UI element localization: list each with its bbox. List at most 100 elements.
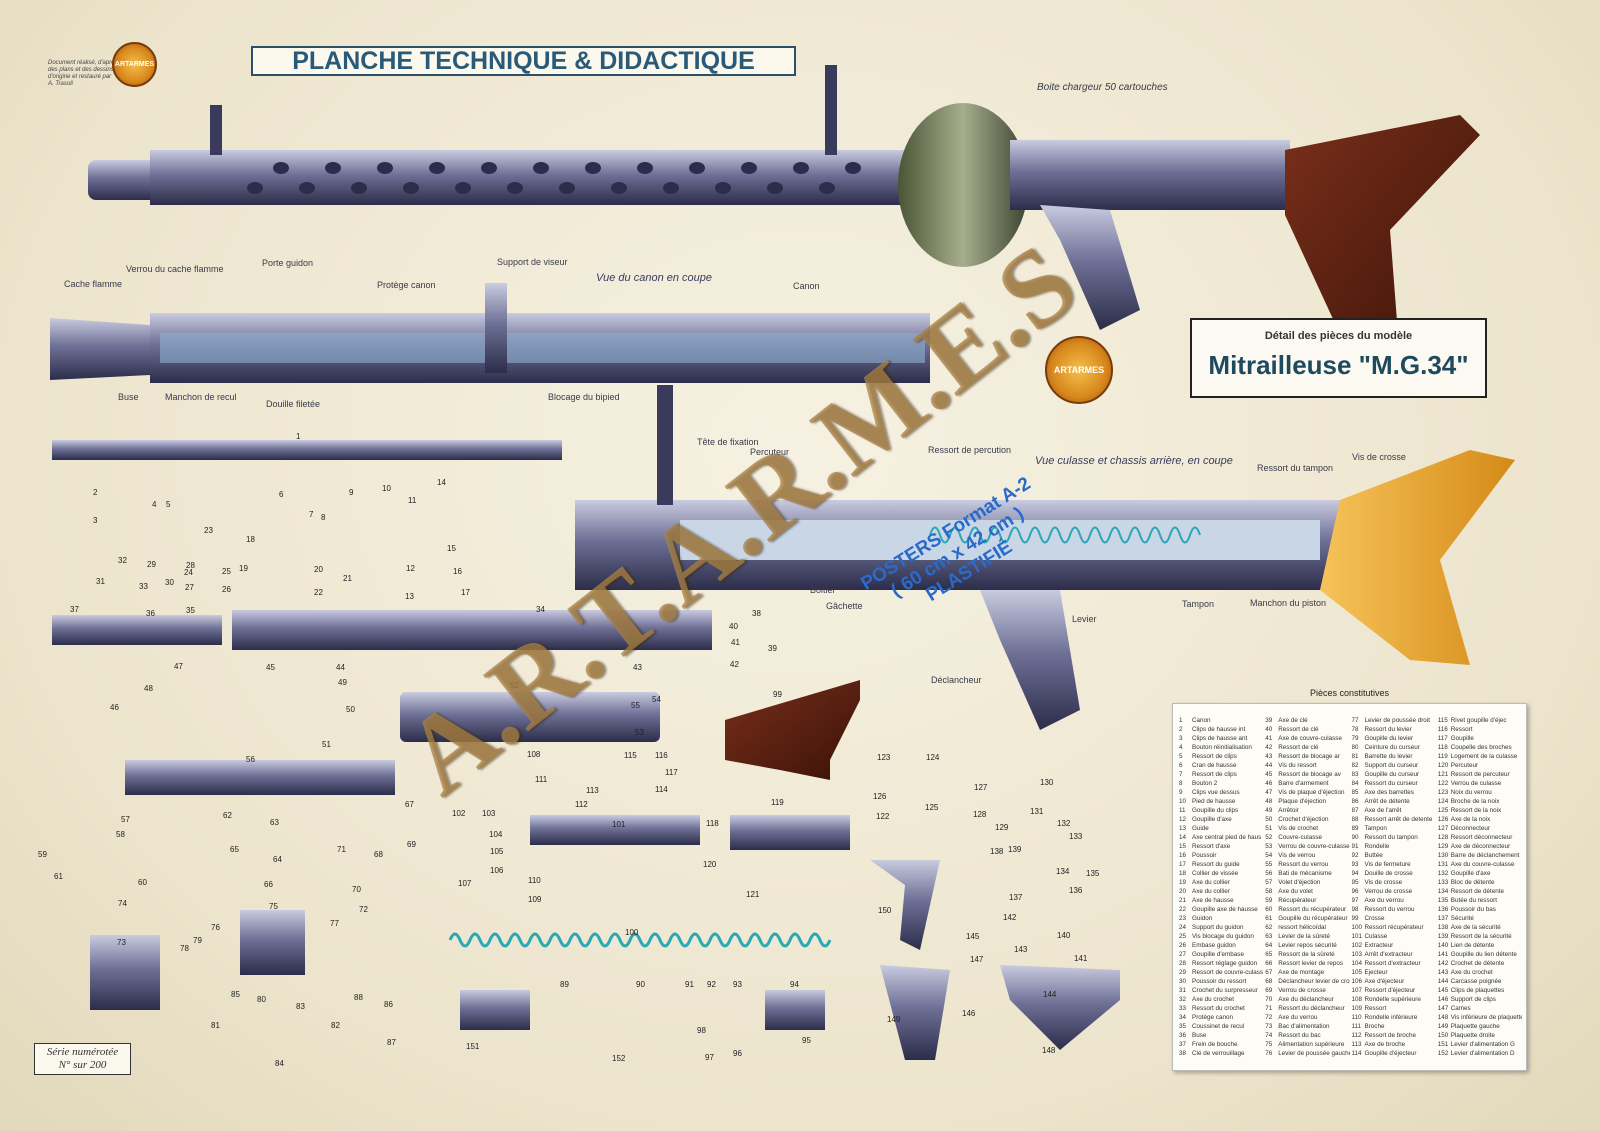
part-number-label: 10: [382, 484, 391, 493]
part-name: Ressort de clé: [1278, 726, 1319, 733]
part-name: Arrêt d'extracteur: [1364, 951, 1413, 958]
part-number-label: 22: [314, 588, 323, 597]
part-number: 13: [1179, 825, 1187, 832]
part-number-label: 131: [1030, 807, 1044, 816]
part-number-label: 111: [535, 775, 548, 784]
part-number: 19: [1179, 879, 1187, 886]
part-number: 66: [1265, 960, 1273, 967]
part-number: 110: [1351, 1014, 1362, 1021]
part-name: Vis du ressort: [1278, 762, 1317, 769]
part-name: Verrou de crosse: [1364, 888, 1413, 895]
part-number: 135: [1437, 897, 1449, 904]
part-number: 142: [1437, 960, 1449, 967]
part-name: Vis de fermeture: [1364, 861, 1411, 868]
part-number-label: 110: [528, 876, 541, 885]
part-number-label: 133: [1069, 832, 1083, 841]
part-name: Ressort du tampon: [1364, 834, 1418, 841]
part-name: Verrou de culasse: [1450, 780, 1502, 787]
part-number-label: 44: [336, 663, 345, 672]
part-number-label: 121: [746, 890, 760, 899]
part-number: 93: [1351, 861, 1359, 868]
part-number-label: 36: [146, 609, 155, 618]
part-name: Crochet d'éjection: [1278, 816, 1329, 823]
part-number-label: 85: [231, 990, 240, 999]
part-number: 141: [1437, 951, 1449, 958]
part-name: Ressort de broche: [1364, 1032, 1416, 1039]
part-name: Vis inférieure de plaquettes: [1450, 1014, 1522, 1021]
part-number-label: 26: [222, 585, 231, 594]
part-number: 12: [1179, 816, 1187, 823]
part-number: 63: [1265, 933, 1273, 940]
part-number-label: 144: [1043, 990, 1057, 999]
part-number: 68: [1265, 978, 1273, 985]
part-number: 83: [1351, 771, 1359, 778]
part-name: Ressort du bac: [1278, 1032, 1321, 1039]
part-number: 25: [1179, 933, 1187, 940]
part-number: 95: [1351, 879, 1359, 886]
part-number: 64: [1265, 942, 1273, 949]
part-number-label: 28: [186, 561, 195, 570]
part-number: 121: [1437, 771, 1449, 778]
part-number: 2: [1179, 726, 1183, 733]
part-number: 14: [1179, 834, 1187, 841]
part-number: 30: [1179, 978, 1187, 985]
part-number-label: 120: [703, 860, 717, 869]
part-number-label: 141: [1074, 954, 1088, 963]
part-number: 118: [1437, 744, 1448, 751]
serial-number-box: Série numérotée N° sur 200: [34, 1043, 131, 1075]
part-name: Butée du ressort: [1450, 897, 1497, 904]
exploded-parts: [52, 440, 1120, 1060]
serial-line-1: Série numérotée: [46, 1046, 119, 1058]
part-number-label: 91: [685, 980, 694, 989]
part-number: 103: [1351, 951, 1363, 958]
part-number-label: 134: [1056, 867, 1070, 876]
logo-text: ARTARMES: [1053, 365, 1105, 375]
part-name: Axe d'éjecteur: [1364, 978, 1405, 985]
callout-mount-head: Tête de fixation: [697, 437, 759, 447]
part-number-label: 29: [147, 560, 156, 569]
part-name: Goupille d'éjecteur: [1364, 1050, 1417, 1057]
part-name: Ressort de clé: [1278, 744, 1319, 751]
callout-sight-support: Support de viseur: [497, 257, 568, 267]
part-number: 122: [1437, 780, 1449, 787]
part-name: Ressort levier de repos: [1278, 960, 1343, 967]
part-number-label: 24: [184, 568, 193, 577]
part-number: 128: [1437, 834, 1449, 841]
part-name: Bloc de détente: [1450, 879, 1495, 886]
part-number-label: 17: [461, 588, 470, 597]
part-name: Buttée: [1364, 852, 1383, 859]
part-number-label: 103: [482, 809, 496, 818]
artarmes-logo-large: ARTARMES: [1045, 336, 1113, 404]
part-number-label: 71: [337, 845, 346, 854]
part-number: 84: [1351, 780, 1359, 787]
part-number-label: 16: [453, 567, 462, 576]
